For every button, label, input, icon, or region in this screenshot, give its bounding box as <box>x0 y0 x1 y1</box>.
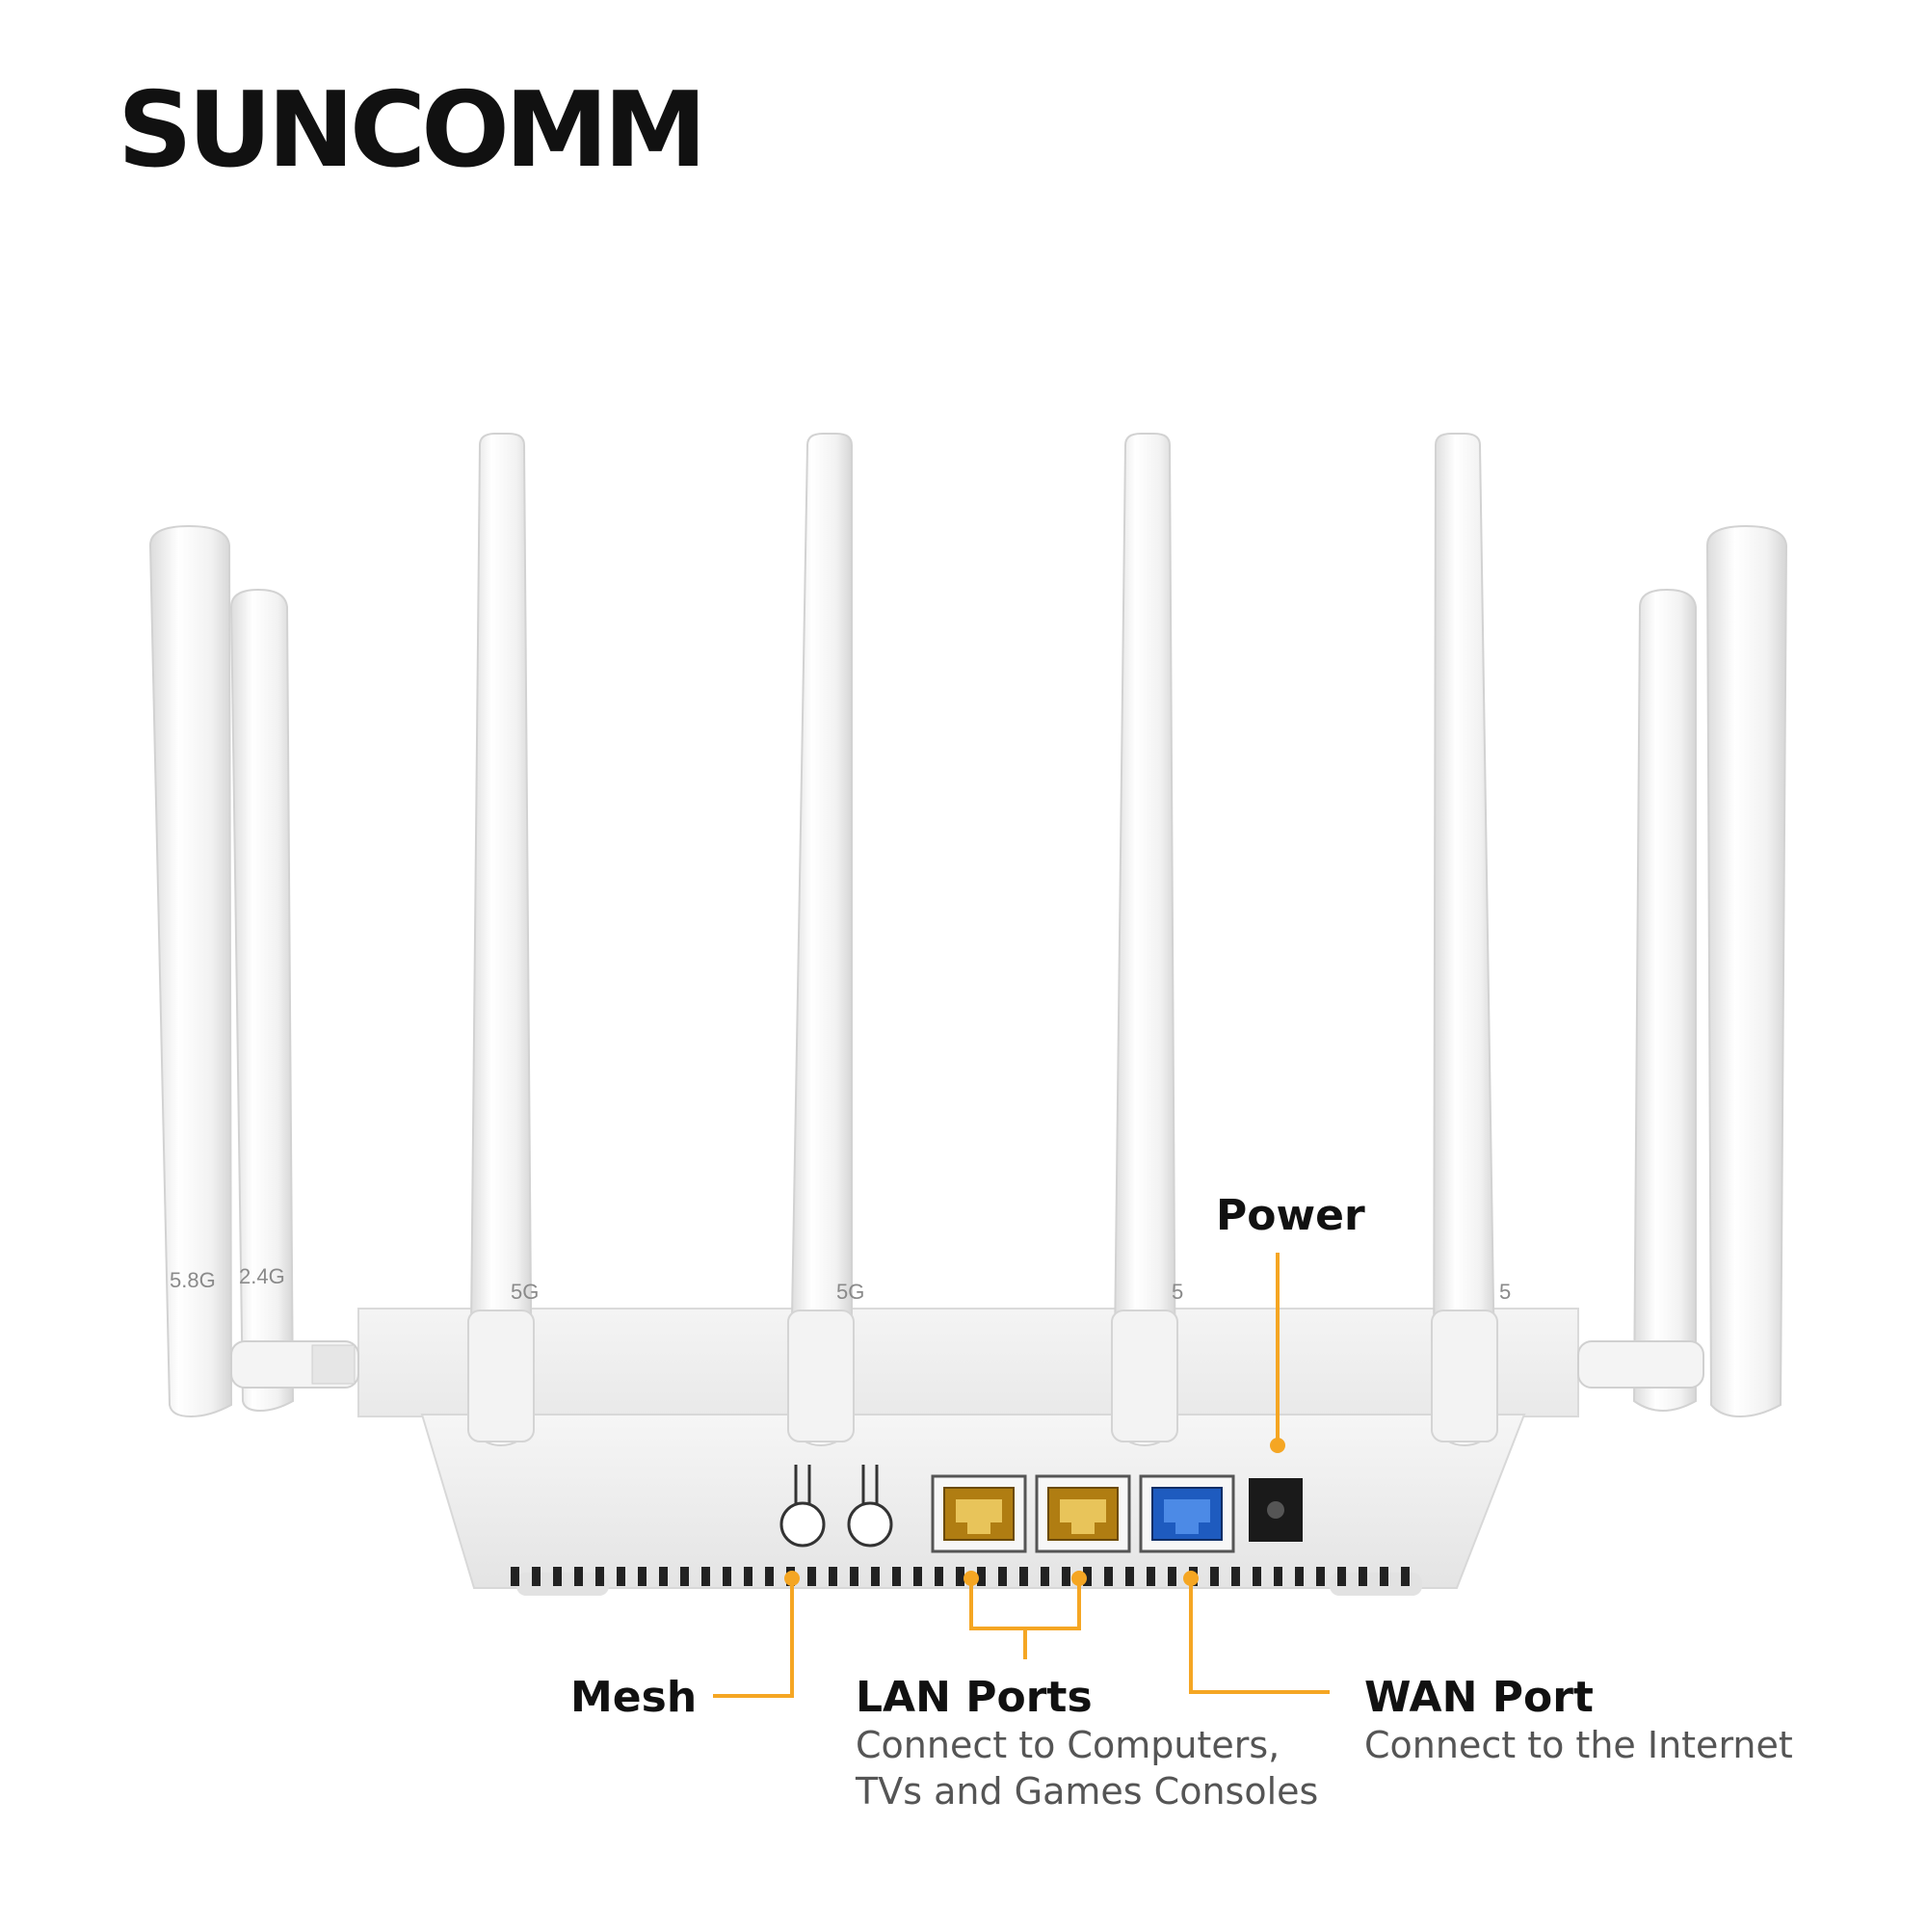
vent-slot <box>1337 1567 1346 1586</box>
vent-slot <box>998 1567 1007 1586</box>
center-antenna-3: 5 <box>1111 433 1183 1447</box>
lan-port-1 <box>931 1474 1027 1553</box>
vent-slot <box>1168 1567 1176 1586</box>
antenna-band-label-1: 5G <box>511 1280 539 1304</box>
callout-lines <box>713 1253 1330 1698</box>
center-antenna-4: 5 <box>1431 433 1511 1447</box>
vent-slot <box>935 1567 943 1586</box>
vent-slot <box>744 1567 752 1586</box>
power-callout-title: Power <box>1216 1191 1365 1240</box>
right-antenna-inner <box>1632 588 1697 1413</box>
vent-slot <box>765 1567 774 1586</box>
vent-slot <box>1231 1567 1240 1586</box>
left-antenna-outer: 5.8G <box>148 524 233 1418</box>
vent-slot <box>1274 1567 1282 1586</box>
vent-slot <box>871 1567 880 1586</box>
mesh-callout-line <box>713 1578 794 1698</box>
vent-slot <box>807 1567 816 1586</box>
right-antenna-outer <box>1705 524 1788 1418</box>
vent-slot <box>956 1567 964 1586</box>
power-jack <box>1249 1478 1303 1542</box>
lan-callout-desc-line2: TVs and Games Consoles <box>856 1770 1319 1813</box>
vent-slot <box>553 1567 562 1586</box>
antenna-band-label-2: 5G <box>836 1280 864 1304</box>
antenna-band-label-3: 5 <box>1172 1280 1183 1304</box>
vent-slot <box>1104 1567 1113 1586</box>
antenna-band-label-left-inner: 2.4G <box>239 1264 285 1288</box>
antenna-band-label-left-outer: 5.8G <box>170 1268 216 1292</box>
lan-callout-dot-1 <box>964 1571 979 1586</box>
vent-slot <box>532 1567 541 1586</box>
vent-slot <box>574 1567 583 1586</box>
vent-slot <box>595 1567 604 1586</box>
lan-port-2 <box>1035 1474 1131 1553</box>
wan-callout-dot <box>1183 1571 1199 1586</box>
vent-slot <box>1253 1567 1261 1586</box>
vent-slot <box>1019 1567 1028 1586</box>
mesh-callout-title: Mesh <box>570 1673 698 1722</box>
vent-slot <box>723 1567 731 1586</box>
wan-callout-title: WAN Port <box>1364 1673 1594 1722</box>
vent-slot <box>977 1567 986 1586</box>
mesh-callout-dot <box>784 1571 800 1586</box>
center-antenna-1: 5G <box>467 433 539 1447</box>
center-antenna-2: 5G <box>787 433 864 1447</box>
left-antenna-inner: 2.4G <box>229 588 295 1413</box>
vent-slot <box>1359 1567 1367 1586</box>
vent-slot <box>892 1567 901 1586</box>
lan-callout-line <box>969 1578 1081 1659</box>
vent-slot <box>638 1567 647 1586</box>
brand-logo: SUNCOMM <box>118 70 707 191</box>
vent-slot <box>1401 1567 1410 1586</box>
vent-slot <box>1041 1567 1049 1586</box>
vent-slots <box>511 1567 1410 1586</box>
mesh-buttons <box>779 1465 893 1548</box>
antenna-band-label-4: 5 <box>1499 1280 1511 1304</box>
wan-callout-line <box>1189 1578 1330 1694</box>
vent-slot <box>1210 1567 1219 1586</box>
vent-slot <box>680 1567 689 1586</box>
vent-slot <box>1062 1567 1070 1586</box>
wan-port <box>1139 1474 1235 1553</box>
lan-callout-title: LAN Ports <box>856 1673 1093 1722</box>
vent-slot <box>701 1567 710 1586</box>
left-antenna-joint <box>230 1340 359 1389</box>
vent-slot <box>829 1567 837 1586</box>
lan-callout-dot-2 <box>1071 1571 1087 1586</box>
vent-slot <box>1295 1567 1304 1586</box>
vent-slot <box>1380 1567 1388 1586</box>
vent-slot <box>850 1567 858 1586</box>
vent-slot <box>1083 1567 1092 1586</box>
lan-callout-desc-line1: Connect to Computers, <box>856 1724 1280 1766</box>
vent-slot <box>1316 1567 1325 1586</box>
vent-slot <box>659 1567 668 1586</box>
vent-slot <box>913 1567 922 1586</box>
vent-slot <box>511 1567 519 1586</box>
vent-slot <box>1125 1567 1134 1586</box>
vent-slot <box>617 1567 625 1586</box>
vent-slot <box>1147 1567 1155 1586</box>
router-top-shelf <box>357 1308 1579 1417</box>
power-callout-dot <box>1270 1438 1285 1453</box>
right-antenna-joint <box>1577 1340 1704 1389</box>
wan-callout-desc-line1: Connect to the Internet <box>1364 1724 1793 1766</box>
